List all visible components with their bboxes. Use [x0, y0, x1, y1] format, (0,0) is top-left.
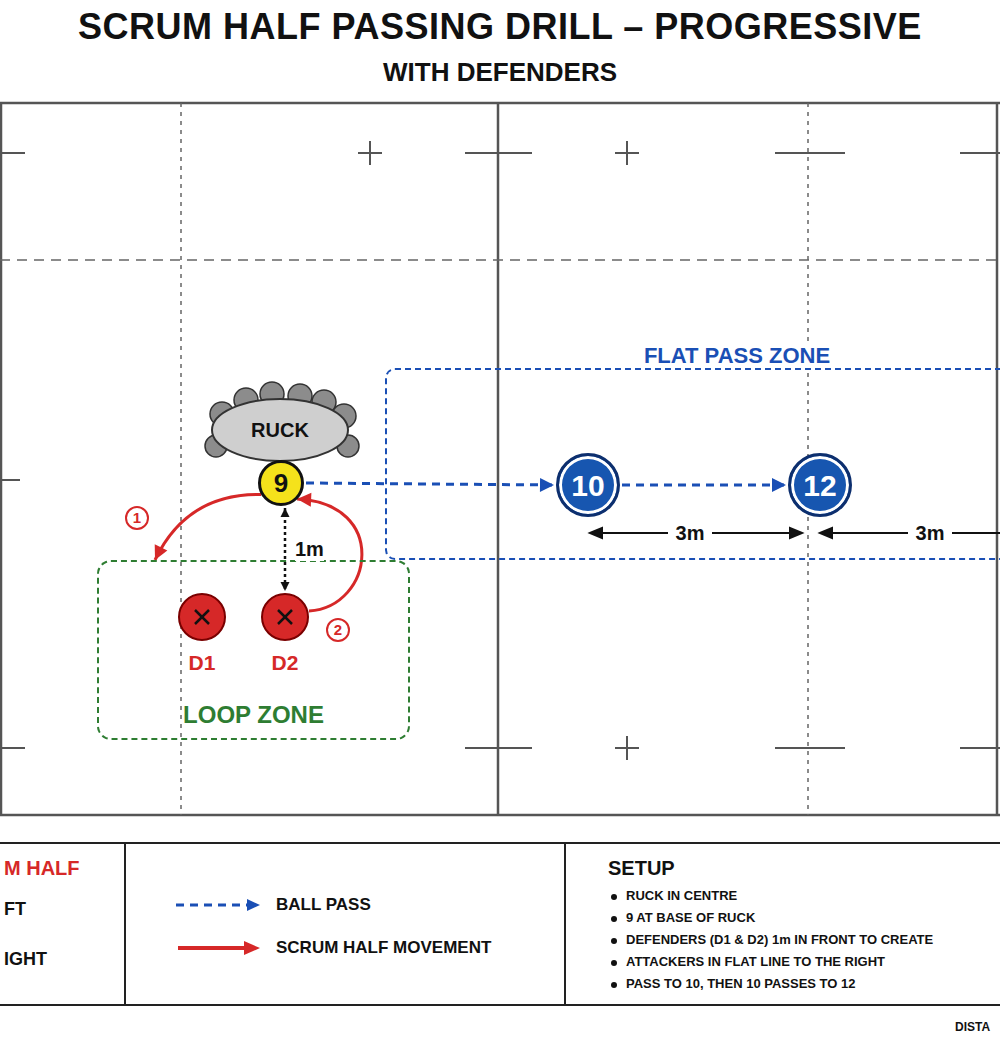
- title: SCRUM HALF PASSING DRILL – PROGRESSIVE: [78, 6, 922, 47]
- bullet-dot: [611, 938, 617, 944]
- line-shape: [0, 152, 25, 154]
- g-shape: [0, 141, 1000, 760]
- label: FT: [4, 899, 26, 920]
- line-shape: [960, 152, 1000, 154]
- line-shape: [497, 103, 500, 815]
- setup-item: RUCK IN CENTRE: [626, 889, 737, 904]
- line-shape: [826, 532, 908, 534]
- connector-line: [306, 483, 554, 485]
- legend-text: BALL PASS: [276, 895, 371, 915]
- polygon-shape: [820, 528, 832, 538]
- connector: [281, 508, 290, 591]
- connector-line: [622, 484, 786, 487]
- label: 3m: [672, 522, 709, 545]
- polygon-shape: [590, 528, 602, 538]
- line-shape: [564, 843, 566, 1005]
- connector-line: [155, 494, 261, 560]
- label: 3m: [912, 522, 949, 545]
- ellipse-shape: [212, 399, 348, 461]
- line-shape: [180, 103, 182, 815]
- arrowhead: [281, 582, 290, 591]
- node-text: 12: [803, 469, 836, 502]
- player-circle: D1: [178, 593, 226, 641]
- line-shape: [0, 259, 1000, 261]
- setup-item: 9 AT BASE OF RUCK: [626, 911, 755, 926]
- zone-region: LOOP ZONED1D2: [97, 560, 410, 740]
- line-shape: [178, 946, 246, 950]
- setup-item: PASS TO 10, THEN 10 PASSES TO 12: [626, 977, 856, 992]
- line-shape: [369, 141, 371, 165]
- node-text: FLAT PASS ZONE: [638, 344, 836, 368]
- line-shape: [465, 747, 532, 749]
- line-shape: [124, 843, 126, 1005]
- line-shape: [775, 747, 845, 749]
- cross-stroke: [278, 610, 292, 624]
- cross-stroke: [195, 610, 209, 624]
- line-shape: [465, 152, 532, 154]
- legend-sample: [176, 899, 260, 955]
- setup-item: DEFENDERS (D1 & D2) 1m IN FRONT TO CREAT…: [626, 933, 933, 948]
- node-text: 10: [571, 469, 604, 502]
- zone-region: FLAT PASS ZONE1012: [385, 368, 1000, 560]
- bullet-dot: [611, 982, 617, 988]
- connector: [622, 478, 786, 492]
- line-shape: [712, 532, 800, 534]
- ruck-ellipse: RUCK: [210, 397, 350, 463]
- label: SETUP: [608, 857, 675, 880]
- arrowhead: [155, 544, 168, 560]
- line-shape: [952, 532, 1000, 534]
- polygon-shape: [244, 941, 260, 955]
- label: DISTA: [955, 1021, 990, 1035]
- line-shape: [626, 736, 628, 760]
- edge-label: 1m: [295, 538, 324, 561]
- legend-text: SCRUM HALF MOVEMENT: [276, 938, 491, 958]
- callout-number: 2: [326, 618, 350, 642]
- label: M HALF: [4, 857, 80, 880]
- polygon-shape: [247, 899, 260, 911]
- node-text: D2: [272, 651, 299, 674]
- polygon-shape: [790, 528, 802, 538]
- line-shape: [0, 747, 25, 749]
- line-shape: [176, 904, 248, 907]
- line-shape: [596, 532, 668, 534]
- label: WITH DEFENDERS: [383, 58, 617, 88]
- line-shape: [626, 141, 628, 165]
- setup-item: ATTACKERS IN FLAT LINE TO THE RIGHT: [626, 955, 885, 970]
- callout-number: 1: [125, 506, 149, 530]
- node-text: LOOP ZONE: [183, 702, 324, 728]
- bullet-dot: [611, 894, 617, 900]
- node-text: RUCK: [251, 419, 309, 441]
- line-shape: [0, 842, 1000, 844]
- arrowhead: [281, 508, 290, 517]
- connector: [306, 478, 554, 492]
- player-circle: D2: [261, 593, 309, 641]
- player-circle: 12: [788, 453, 852, 517]
- connector-line: [284, 508, 287, 591]
- node-text: 9: [274, 469, 288, 498]
- cross-stroke: [195, 610, 209, 624]
- line-shape: [960, 747, 1000, 749]
- line-shape: [0, 1004, 1000, 1006]
- rect-shape: [1, 103, 1000, 815]
- player-circle: 9: [258, 460, 304, 506]
- connector: [155, 494, 262, 560]
- bullet-dot: [611, 960, 617, 966]
- line-shape: [0, 479, 20, 481]
- cross-stroke: [278, 610, 292, 624]
- cross-mark: [263, 595, 307, 639]
- line-shape: [775, 152, 845, 154]
- cross-mark: [180, 595, 224, 639]
- node-text: D1: [189, 651, 216, 674]
- arrowhead: [540, 478, 554, 492]
- arrowhead: [772, 478, 786, 492]
- player-circle: 10: [556, 453, 620, 517]
- bullet-dot: [611, 916, 617, 922]
- label: IGHT: [4, 949, 47, 970]
- line-shape: [996, 103, 999, 815]
